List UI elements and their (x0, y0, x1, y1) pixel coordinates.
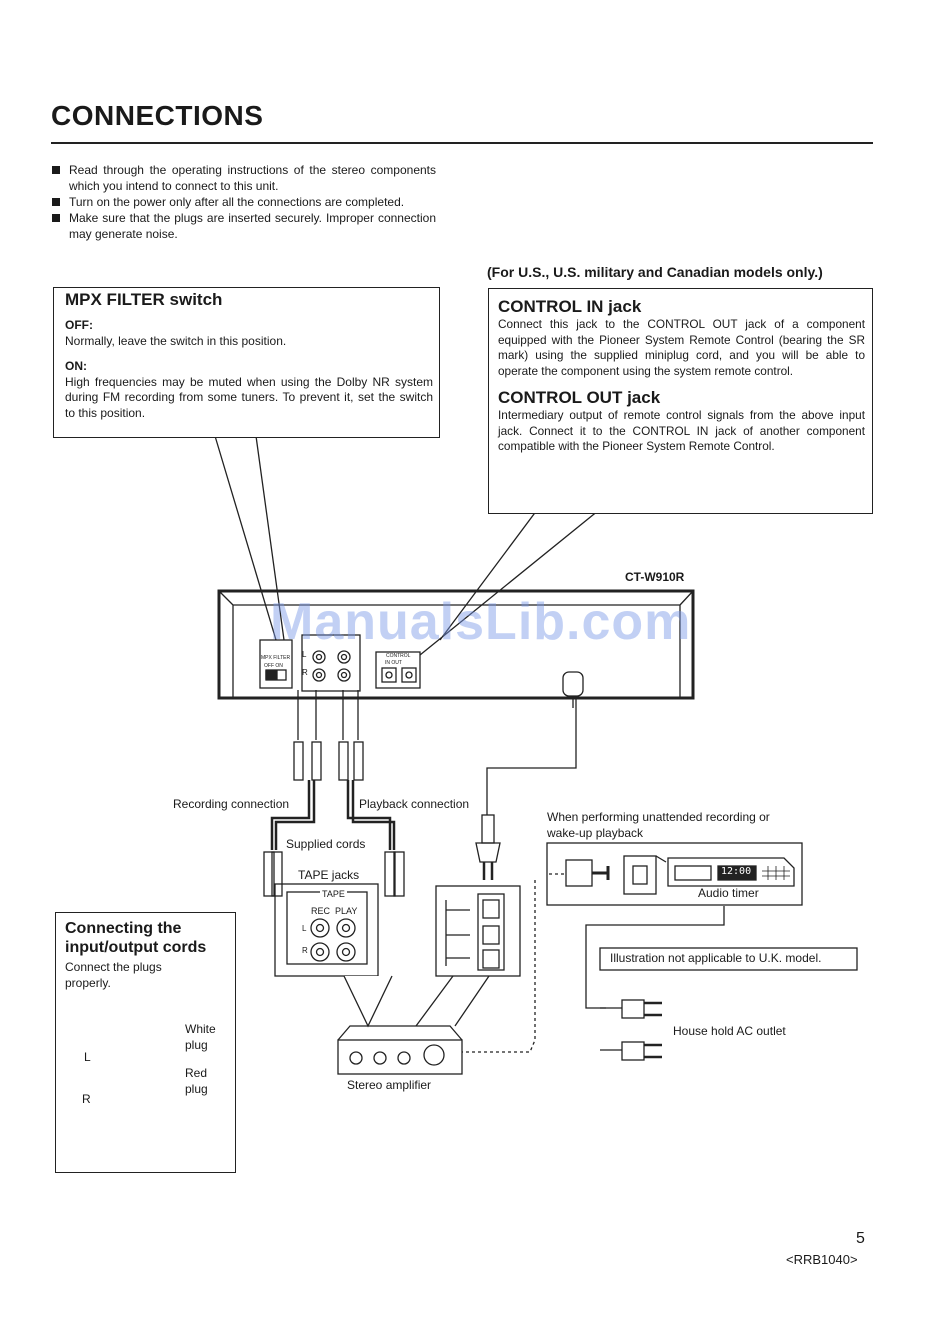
amp-r-label: R (302, 946, 308, 955)
white-plug-label: plug (185, 1038, 208, 1052)
white-label: White (185, 1022, 216, 1036)
recording-connection-label: Recording connection (173, 797, 290, 811)
mpx-filter-box: MPX FILTER switch OFF: Normally, leave t… (53, 287, 440, 438)
play-label: PLAY (335, 906, 358, 916)
inout-box: Connecting the input/output cords Connec… (55, 912, 236, 1173)
deck-l-label: L (302, 650, 307, 659)
bullet-square-icon (52, 214, 60, 222)
control-panel-label: CONTROL (386, 653, 411, 659)
rec-label: REC (311, 906, 331, 916)
tape-label: TAPE (320, 889, 347, 899)
control-out-title: CONTROL OUT jack (498, 388, 661, 407)
bullet-square-icon (52, 166, 60, 174)
instruction-item: Make sure that the plugs are inserted se… (51, 210, 436, 242)
bullet-square-icon (52, 198, 60, 206)
inout-r-label: R (82, 1092, 91, 1106)
supplied-cords-label: Supplied cords (286, 837, 366, 851)
on-text: High frequencies may be muted when using… (65, 374, 433, 420)
household-outlet-label: House hold AC outlet (673, 1024, 786, 1038)
control-in-text: Connect this jack to the CONTROL OUT jac… (498, 317, 865, 378)
on-label: ON: (65, 359, 87, 373)
wakeup-label: wake-up playback (547, 826, 644, 840)
page-number: 5 (856, 1230, 865, 1247)
amp-l-label: L (302, 924, 307, 933)
control-out-text: Intermediary output of remote control si… (498, 408, 865, 453)
tape-jacks-label: TAPE jacks (298, 868, 360, 882)
model-name: CT-W910R (625, 570, 685, 584)
control-in-title: CONTROL IN jack (498, 297, 642, 316)
mpx-panel-label: MPX FILTER (261, 655, 291, 661)
not-applicable-label: Illustration not applicable to U.K. mode… (610, 951, 822, 965)
off-label: OFF: (65, 318, 93, 332)
instruction-list: Read through the operating instructions … (51, 162, 436, 242)
off-text: Normally, leave the switch in this posit… (65, 333, 287, 348)
deck-r-label: R (302, 668, 308, 677)
title-rule (51, 142, 873, 144)
audio-timer-label: Audio timer (698, 886, 759, 900)
timer-display: 12:00 (721, 866, 752, 877)
instruction-item: Turn on the power only after all the con… (51, 194, 436, 210)
inout-title: Connecting the input/output cords (65, 920, 207, 956)
off-on-panel-label: OFF ON (264, 663, 283, 669)
page-title: CONNECTIONS (51, 100, 264, 131)
document-code: <RRB1040> (786, 1252, 858, 1267)
stereo-amplifier-label: Stereo amplifier (347, 1078, 432, 1092)
inout-text: Connect the plugs properly. (65, 960, 162, 990)
control-box: CONTROL IN jack Connect this jack to the… (488, 288, 873, 514)
red-label: Red (185, 1066, 208, 1080)
region-note: (For U.S., U.S. military and Canadian mo… (487, 264, 823, 280)
inout-l-label: L (84, 1050, 91, 1064)
watermark: ManualsLib.com (270, 593, 692, 651)
mpx-filter-title: MPX FILTER switch (65, 290, 223, 309)
red-plug-label: plug (185, 1082, 208, 1096)
in-out-panel-label: IN OUT (385, 660, 402, 666)
instruction-item: Read through the operating instructions … (51, 162, 436, 194)
unattended-label: When performing unattended recording or (547, 810, 770, 824)
playback-connection-label: Playback connection (359, 797, 470, 811)
